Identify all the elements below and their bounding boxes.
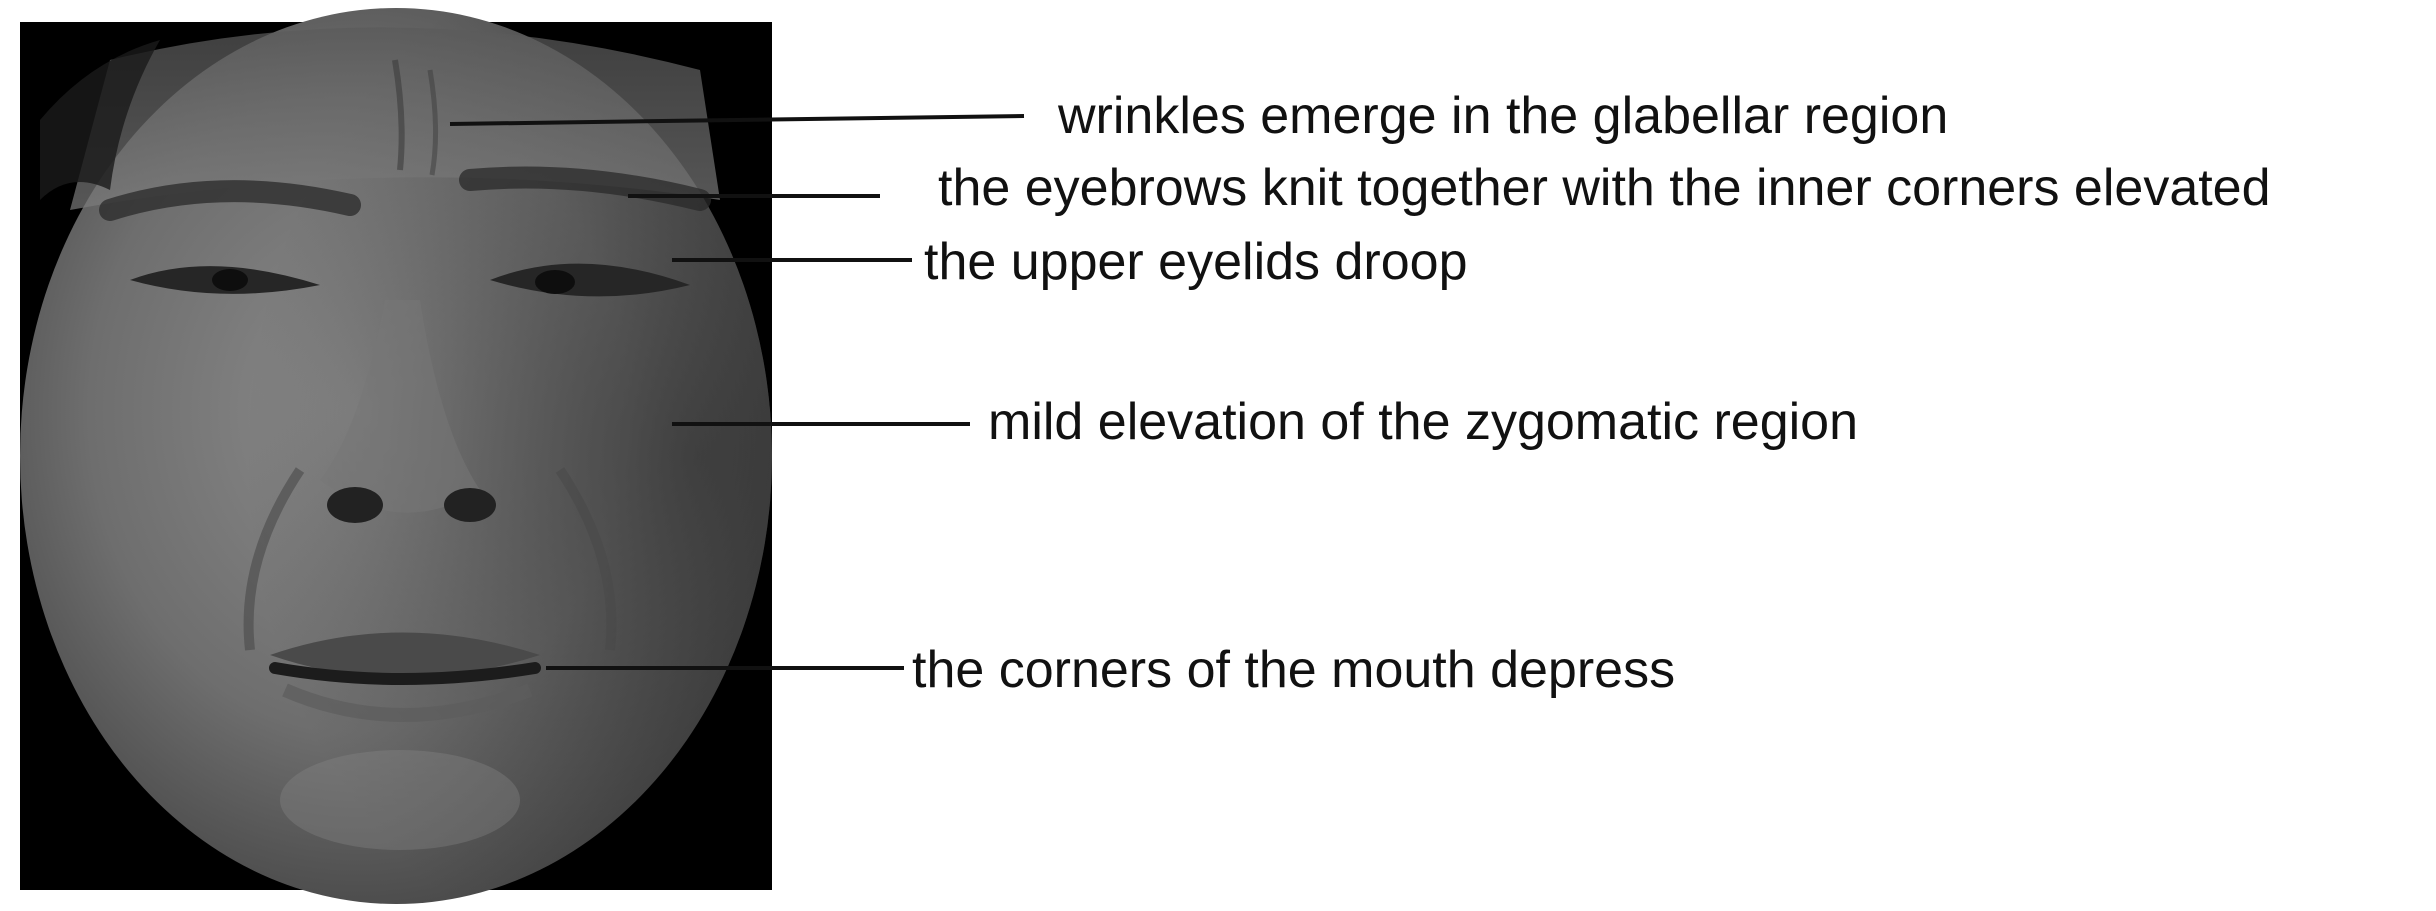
leader-lines <box>449 114 1025 670</box>
annotation-mouth: the corners of the mouth depress <box>912 641 1676 699</box>
annotation-zygomatic: mild elevation of the zygomatic region <box>988 393 1859 451</box>
annotation-glabellar: wrinkles emerge in the glabellar region <box>1058 87 1949 145</box>
face-image <box>20 8 772 904</box>
annotation-eyelids: the upper eyelids droop <box>924 233 1468 291</box>
annotation-eyebrows: the eyebrows knit together with the inne… <box>938 159 2271 217</box>
leader-line-glabellar <box>449 114 1025 126</box>
